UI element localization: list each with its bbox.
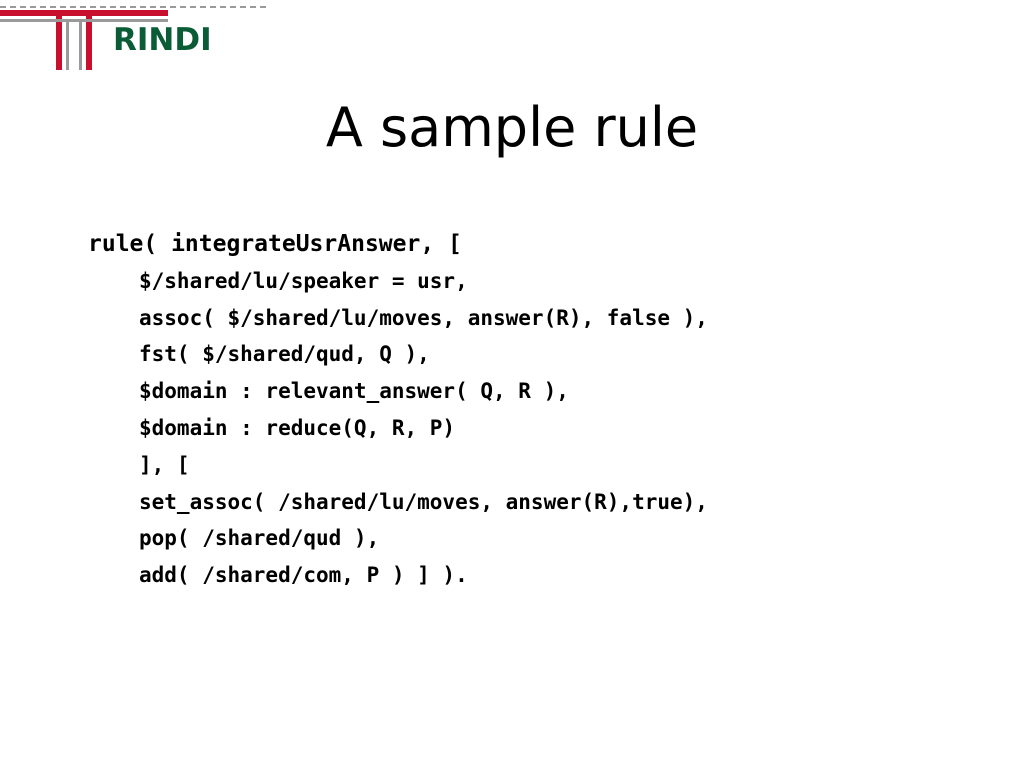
trindi-logo-mark-icon [0,6,270,70]
trindi-logo: RINDI [0,0,270,80]
code-line: set_assoc( /shared/lu/moves, answer(R),t… [139,489,708,514]
code-line: rule( integrateUsrAnswer, [ [88,231,462,257]
code-line: fst( $/shared/qud, Q ), [139,342,430,367]
code-line: add( /shared/com, P ) ] ). [139,563,468,588]
code-line: pop( /shared/qud ), [139,526,380,551]
code-line: assoc( $/shared/lu/moves, answer(R), fal… [139,305,708,330]
code-line: $/shared/lu/speaker = usr, [139,268,468,293]
slide-title: A sample rule [325,96,699,159]
code-line: ], [ [139,452,190,477]
code-line: $domain : reduce(Q, R, P) [139,415,456,440]
logo-text: RINDI [113,22,212,58]
code-line: $domain : relevant_answer( Q, R ), [139,379,569,404]
code-block: rule( integrateUsrAnswer, [ $/shared/lu/… [88,226,708,594]
